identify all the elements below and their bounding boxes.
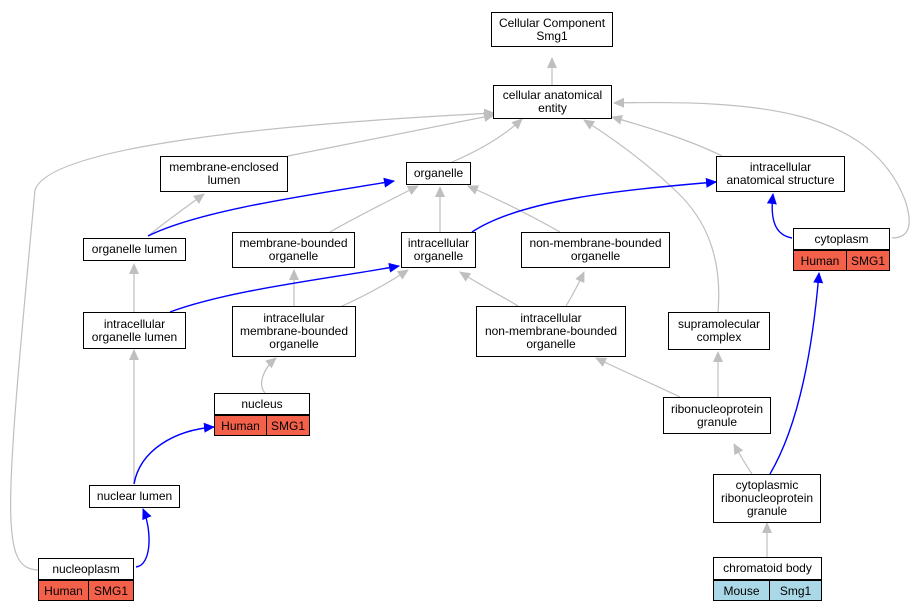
node-organelle[interactable]: organelle [406,162,471,185]
node-cellular-component[interactable]: Cellular Component Smg1 [491,12,613,47]
edge-cytoplasm-ias-part-of [766,193,793,239]
species-label: Human [794,251,846,270]
nucleoplasm-species-tag: Human SMG1 [38,580,134,601]
node-intracellular-organelle-lumen[interactable]: intracellular organelle lumen [83,312,186,349]
edge-mbo-organelle [329,185,419,233]
edge-cytoplasm-cae [613,97,910,239]
edge-nucleus-imbo [261,357,277,394]
gene-label: SMG1 [846,251,889,270]
node-ribonucleoprotein-granule[interactable]: ribonucleoprotein granule [663,397,771,434]
edge-crnpg-cytoplasm-part-of [769,272,824,475]
edge-rnpg-inmbo [595,357,681,398]
edge-iol-io-part-of [169,262,400,313]
edge-ol-mel [147,193,205,237]
edge-ias-cae [611,114,723,157]
edge-nmbo-organelle [467,185,561,233]
node-cytoplasmic-ribonucleoprotein-granule[interactable]: cytoplasmic ribonucleoprotein granule [713,474,821,523]
edge-imbo-io [339,269,409,308]
species-label: Mouse [714,581,769,600]
node-intracellular-non-membrane-bounded-organelle[interactable]: intracellular non-membrane-bounded organ… [476,306,626,357]
node-chromatoid-body[interactable]: chromatoid body [713,557,822,580]
node-supramolecular-complex[interactable]: supramolecular complex [668,312,770,350]
edge-mel-cae [287,112,495,157]
species-label: Human [39,581,88,600]
node-nucleus[interactable]: nucleus [214,393,310,415]
node-cellular-anatomical-entity[interactable]: cellular anatomical entity [493,85,612,119]
chromatoid-species-tag: Mouse Smg1 [713,580,822,601]
species-label: Human [215,416,266,435]
node-membrane-bounded-organelle[interactable]: membrane-bounded organelle [232,232,355,268]
edge-nl-nucleus-part-of [133,422,215,485]
gene-label: Smg1 [769,581,821,600]
edge-organelle-cae [451,118,523,163]
edge-smc-cae [583,119,720,313]
edge-inmbo-io [459,271,519,307]
node-nuclear-lumen[interactable]: nuclear lumen [89,485,180,508]
node-non-membrane-bounded-organelle[interactable]: non-membrane-bounded organelle [521,232,670,268]
edge-crnpg-rnpg [733,443,753,475]
edge-ol-organelle-part-of [147,177,395,237]
node-intracellular-membrane-bounded-organelle[interactable]: intracellular membrane-bounded organelle [232,306,356,357]
edge-nucleoplasm-cae [10,108,495,571]
edge-nucleoplasm-nl-part-of [135,508,152,568]
nucleus-species-tag: Human SMG1 [214,415,310,436]
cytoplasm-species-tag: Human SMG1 [793,250,890,271]
gene-label: SMG1 [88,581,133,600]
node-nucleoplasm[interactable]: nucleoplasm [38,558,134,580]
node-intracellular-anatomical-structure[interactable]: intracellular anatomical structure [716,156,845,192]
edge-inmbo-nmbo [565,271,585,307]
gene-label: SMG1 [266,416,309,435]
node-intracellular-organelle[interactable]: intracellular organelle [401,232,476,268]
node-cytoplasm[interactable]: cytoplasm [793,228,890,250]
node-organelle-lumen[interactable]: organelle lumen [83,238,186,261]
node-membrane-enclosed-lumen[interactable]: membrane-enclosed lumen [160,156,288,192]
edge-io-ias-part-of [471,177,717,233]
